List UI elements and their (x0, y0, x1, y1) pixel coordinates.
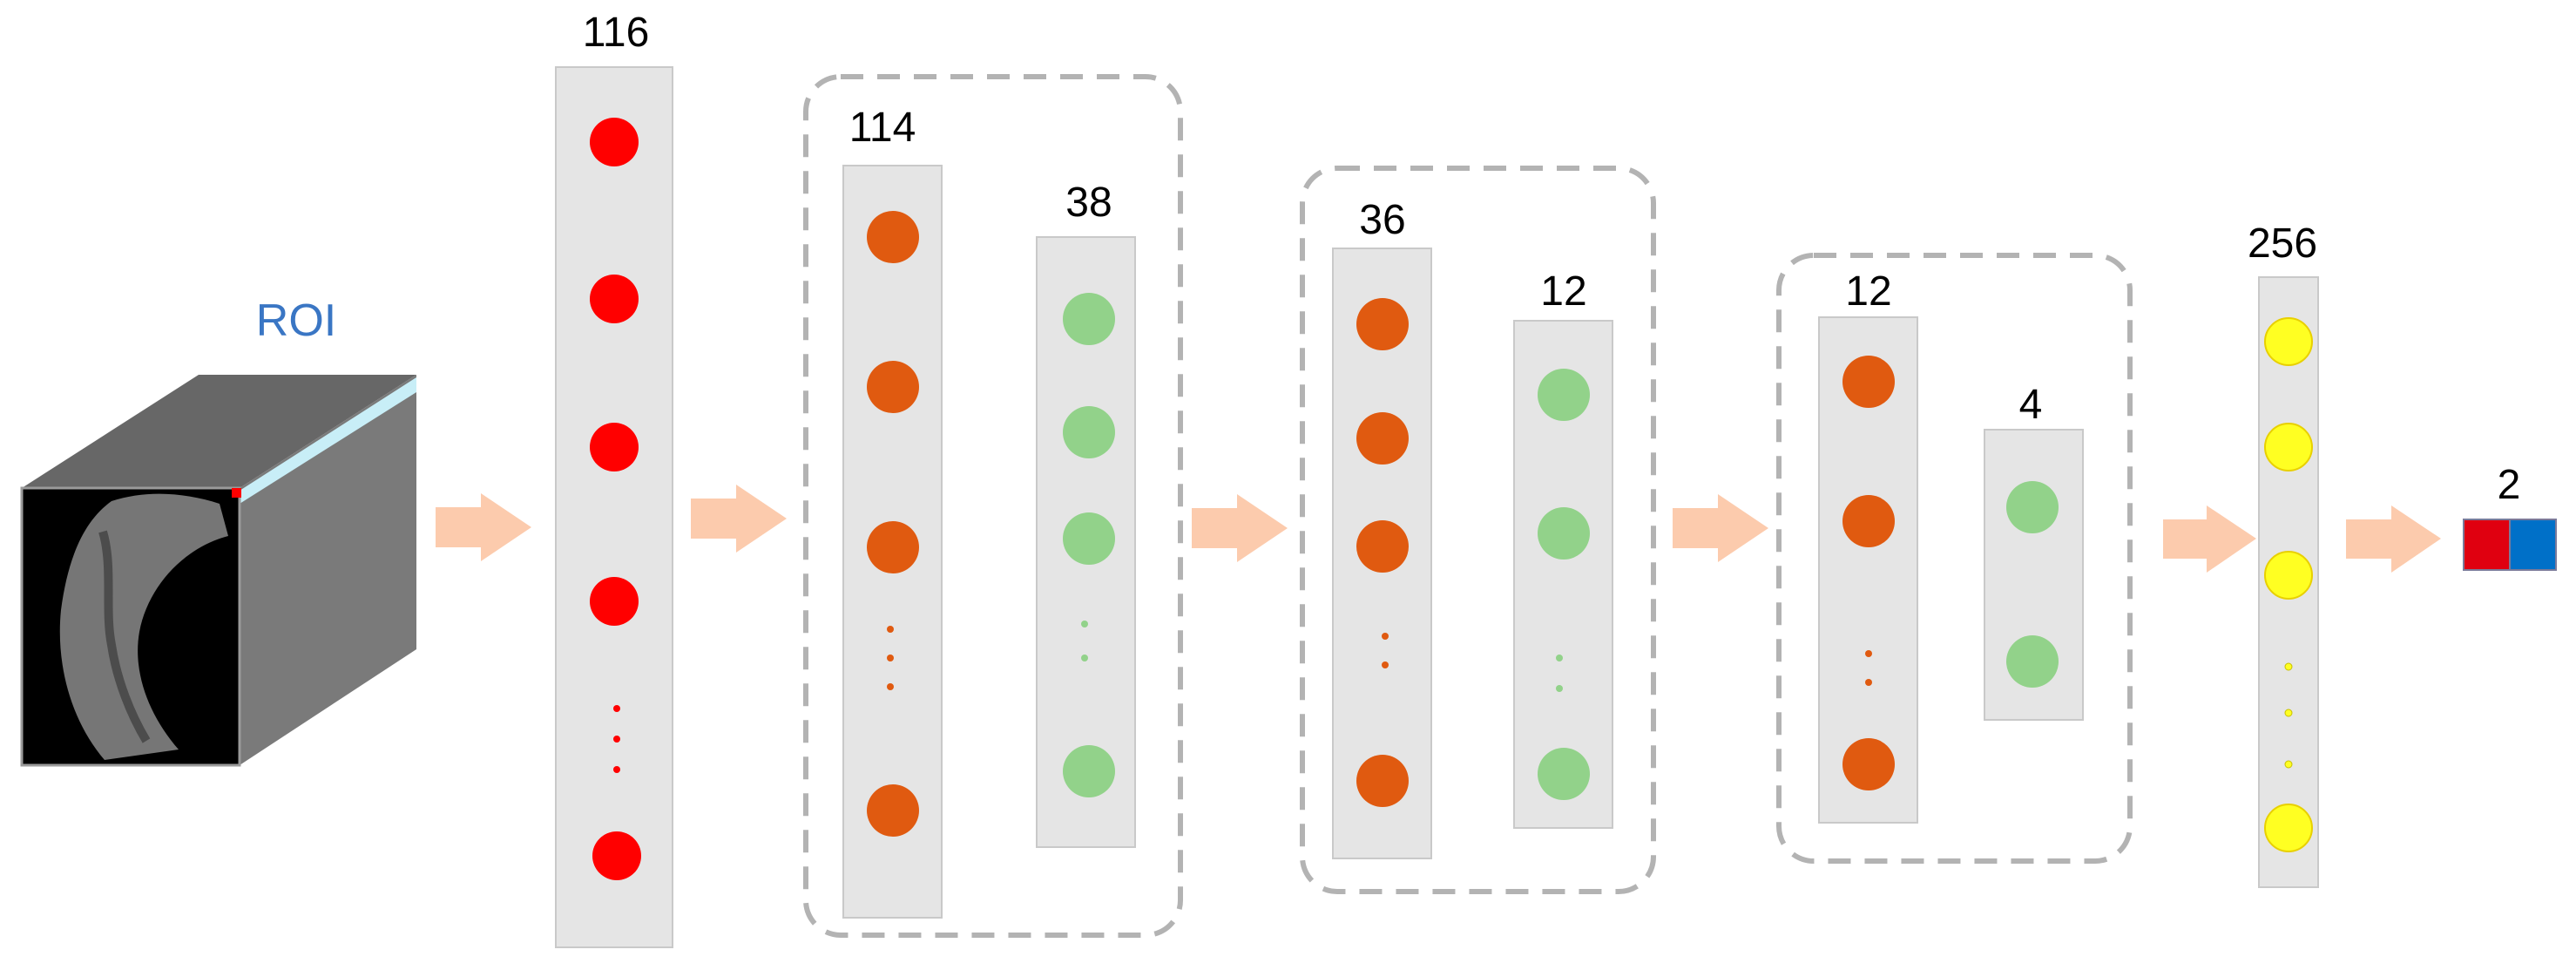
layer-count-label: 256 (2248, 220, 2317, 267)
flow-arrows (436, 485, 2441, 573)
dashed-group-box (1776, 253, 2133, 864)
mri-slice-image (59, 493, 228, 760)
neuron (1356, 298, 1409, 350)
ellipsis-dot (2284, 662, 2293, 671)
neuron (867, 784, 919, 837)
cube-top-edge-highlight (240, 377, 416, 504)
neuron (1063, 745, 1115, 797)
neuron (590, 423, 639, 471)
neuron (1538, 507, 1590, 560)
ellipsis-dot (1382, 633, 1389, 640)
neuron (1842, 356, 1895, 408)
ellipsis-dot (887, 683, 894, 690)
ellipsis-dot (1556, 685, 1563, 692)
roi-cube: ROI (20, 295, 416, 767)
ellipsis-dot (613, 736, 620, 743)
ellipsis-dot (1081, 655, 1088, 661)
arrow-5 (2163, 505, 2256, 573)
layer-256: 256 (2248, 220, 2319, 888)
conv-pool-block-1: 114 38 (803, 74, 1183, 938)
roi-label: ROI (256, 295, 336, 346)
layer-count-label: 12 (1845, 268, 1891, 315)
neuron (590, 118, 639, 166)
output-unit-1 (2463, 519, 2511, 571)
ellipsis-dot (2284, 760, 2293, 769)
neuron (867, 211, 919, 263)
neuron (1538, 748, 1590, 800)
ellipsis-dot (2284, 709, 2293, 717)
neuron (1842, 738, 1895, 790)
neuron (1063, 406, 1115, 458)
neuron (592, 831, 641, 880)
layer-count-label: 2 (2498, 462, 2521, 508)
neuron (1842, 495, 1895, 547)
ellipsis-dot (887, 655, 894, 661)
neuron (1063, 512, 1115, 565)
output-unit-2 (2509, 519, 2557, 571)
conv-pool-block-3: 12 4 (1776, 253, 2133, 864)
neuron (867, 361, 919, 413)
dashed-group-box (803, 74, 1183, 938)
neuron (590, 577, 639, 626)
neuron (2264, 551, 2313, 600)
layer-count-label: 4 (2019, 382, 2043, 428)
neuron (1063, 293, 1115, 345)
neuron (2264, 317, 2313, 366)
layer-bar (555, 66, 673, 948)
neuron (867, 521, 919, 573)
ellipsis-dot (1865, 679, 1872, 686)
arrow-3 (1192, 494, 1288, 562)
neuron (1538, 369, 1590, 421)
neuron (590, 275, 639, 323)
ellipsis-dot (613, 705, 620, 712)
ellipsis-dot (1865, 650, 1872, 657)
neuron (1356, 755, 1409, 807)
ellipsis-dot (1081, 621, 1088, 627)
mri-slice-texture (98, 530, 151, 743)
arrow-4 (1673, 494, 1768, 562)
layer-count-label: 36 (1359, 197, 1405, 243)
layer-count-label: 114 (849, 105, 916, 151)
layer-count-label: 116 (583, 10, 650, 56)
neuron (2264, 804, 2313, 852)
arrow-6 (2346, 505, 2441, 573)
cube-top-face (22, 375, 416, 488)
ellipsis-dot (887, 626, 894, 633)
arrow-2 (691, 485, 787, 553)
dashed-group-box (1300, 166, 1656, 894)
output-layer: 2 (2463, 462, 2557, 571)
layer-116: 116 (555, 10, 673, 948)
arrow-1 (436, 493, 531, 561)
neuron (2264, 423, 2313, 471)
layer-count-label: 12 (1540, 268, 1586, 315)
ellipsis-dot (1556, 655, 1563, 661)
ellipsis-dot (613, 766, 620, 773)
conv-pool-block-2: 36 12 (1300, 166, 1656, 894)
layer-bar (1513, 320, 1613, 829)
neuron (1356, 412, 1409, 465)
neuron (2006, 635, 2059, 688)
ellipsis-dot (1382, 661, 1389, 668)
neuron (2006, 481, 2059, 533)
neuron (1356, 520, 1409, 573)
layer-count-label: 38 (1065, 180, 1112, 226)
roi-marker (232, 488, 241, 498)
